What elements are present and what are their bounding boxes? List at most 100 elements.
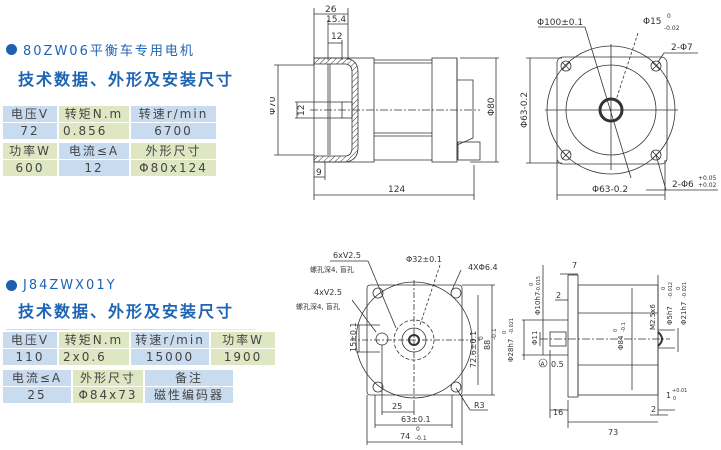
value-cell: 15000: [131, 349, 209, 365]
dim-2-phi7: 2-Φ7: [671, 43, 693, 53]
value-cell: 6700: [131, 123, 216, 139]
dim-phi15-lower: -0.02: [664, 25, 680, 32]
dim-phi32: Φ32±0.1: [406, 255, 442, 264]
dim-7: 7: [572, 261, 577, 270]
dim-phi80: Φ80: [487, 97, 497, 116]
dim-phi63-vertical: Φ63-0.2: [520, 92, 530, 128]
dim-phi10h7-lower: -0.015: [536, 276, 542, 292]
dim-phi15: Φ15: [643, 17, 662, 27]
dim-phi5h7-lower: -0.012: [668, 282, 674, 298]
header-cell: 转速r/min: [131, 332, 209, 348]
section-divider: [6, 329, 256, 330]
value-cell: 2x0.6: [59, 349, 129, 365]
header-cell: 备注: [145, 370, 233, 386]
dim-phi28h7-lower: -0.021: [509, 318, 515, 334]
motor1-model-text: 80ZW06平衡车专用电机: [23, 44, 195, 59]
dim-1-upper: +0.01: [672, 388, 687, 394]
dim-74: 74: [400, 432, 410, 441]
value-cell: 110: [3, 349, 57, 365]
dim-phi11: Φ11: [531, 331, 539, 345]
label-screw-depth-1: 螺孔深4, 盲孔: [310, 265, 354, 274]
value-cell: 0.856: [59, 123, 129, 139]
value-cell: 磁性编码器: [145, 387, 233, 403]
dim-26: 26: [325, 5, 337, 15]
motor1-spec-table-2: 功率W 电流≤A 外形尺寸 600 12 Φ80x124: [3, 143, 216, 176]
dim-m2-5x6: M2.5x6: [649, 304, 657, 330]
header-cell: 外形尺寸: [131, 143, 216, 159]
dim-phi100: Φ100±0.1: [537, 18, 583, 28]
bullet-icon: [6, 44, 17, 55]
value-cell: Φ84x73: [73, 387, 143, 403]
header-cell: 转矩N.m: [59, 106, 129, 122]
dim-phi84: Φ84: [617, 335, 625, 350]
motor2-model-text: J84ZWX01Y: [23, 278, 117, 293]
value-cell: 600: [3, 160, 57, 176]
dim-72-6: 72.6±0.1: [469, 331, 478, 368]
header-cell: 电压V: [3, 332, 57, 348]
dim-2-flange: 2: [556, 291, 561, 300]
dim-1-lower: 0: [673, 396, 676, 402]
dim-25: 25: [392, 402, 402, 411]
dim-15-4: 15.4: [326, 15, 346, 25]
dim-phi84-upper: 0: [613, 329, 619, 332]
dim-phi84-lower: -0.1: [621, 322, 627, 332]
dim-phi5h7-upper: 0: [661, 287, 667, 290]
dim-2-phi6: 2-Φ6: [672, 180, 694, 190]
label-6xv2-5: 6xV2.5: [333, 251, 361, 260]
label-4xv2-5: 4xV2.5: [314, 288, 342, 297]
dim-phi21h7: Φ21h7: [680, 302, 688, 325]
motor1-model-heading: 80ZW06平衡车专用电机: [6, 40, 195, 59]
motor1-subtitle: 技术数据、外形及安装尺寸: [18, 70, 235, 89]
dim-r3: R3: [474, 401, 485, 410]
motor2-subtitle: 技术数据、外形及安装尺寸: [18, 302, 235, 321]
value-cell: 25: [3, 387, 71, 403]
dim-phi6-upper: +0.05: [698, 175, 717, 182]
dim-0-5: 0.5: [551, 360, 564, 369]
dim-74-upper: 0: [416, 426, 420, 433]
value-cell: 12: [59, 160, 129, 176]
dim-phi21h7-lower: -0.021: [682, 282, 688, 298]
motor2-model-heading: J84ZWX01Y: [6, 278, 117, 293]
value-cell: 1900: [211, 349, 275, 365]
motor1-front-view-drawing: Φ100±0.1 Φ15 0 -0.02 2-Φ7 Φ63-0.2 Φ63-0.…: [520, 13, 718, 200]
dim-phi10h7-upper: 0: [529, 283, 535, 286]
dim-phi21h7-upper: 0: [676, 287, 682, 290]
header-cell: 电流≤A: [3, 370, 71, 386]
dim-4x-phi6-4: 4XΦ6.4: [468, 263, 498, 272]
dim-124: 124: [388, 185, 405, 195]
dim-1: 1: [666, 391, 671, 400]
dim-16: 16: [553, 408, 563, 417]
dim-phi63-horizontal: Φ63-0.2: [592, 185, 628, 195]
header-cell: 电压V: [3, 106, 57, 122]
dim-74-lower: -0.1: [415, 435, 427, 442]
motor2-side-view-drawing: 7 2 Φ10h7 0 -0.015 Φ28h7 0 -0.021 Φ11 A …: [502, 261, 688, 437]
dim-15: 15±0.1: [349, 322, 358, 352]
dim-73: 73: [608, 428, 618, 437]
dim-2-rear: 2: [651, 405, 656, 414]
dim-phi70: Φ70: [270, 96, 278, 115]
label-screw-depth-2: 螺孔深4, 盲孔: [296, 302, 340, 311]
header-cell: 电流≤A: [59, 143, 129, 159]
dim-88-upper: 0: [478, 336, 485, 340]
header-cell: 转矩N.m: [59, 332, 129, 348]
header-cell: 功率W: [211, 332, 275, 348]
dim-phi28h7: Φ28h7: [507, 339, 515, 362]
dim-12-top: 12: [331, 32, 342, 42]
dim-12-shaft: 12: [297, 105, 307, 116]
header-cell: 外形尺寸: [73, 370, 143, 386]
value-cell: Φ80x124: [131, 160, 216, 176]
datum-a: A: [541, 361, 546, 368]
dim-phi10h7: Φ10h7: [534, 292, 542, 315]
dim-phi5h7: Φ5h7: [666, 306, 674, 325]
dim-63: 63±0.1: [401, 415, 431, 424]
dim-88: 88: [483, 340, 492, 350]
dim-phi28h7-upper: 0: [502, 331, 508, 334]
value-cell: 72: [3, 123, 57, 139]
header-cell: 功率W: [3, 143, 57, 159]
dim-phi6-lower: +0.02: [698, 182, 717, 189]
motor1-spec-table-1: 电压V 转矩N.m 转速r/min 72 0.856 6700: [3, 106, 216, 139]
motor2-spec-table-2: 电流≤A 外形尺寸 备注 25 Φ84x73 磁性编码器: [3, 370, 233, 403]
motor2-spec-table-1: 电压V 转矩N.m 转速r/min 功率W 110 2x0.6 15000 19…: [3, 332, 275, 365]
dim-9: 9: [316, 168, 322, 178]
dim-88-lower: -0.1: [491, 328, 498, 340]
